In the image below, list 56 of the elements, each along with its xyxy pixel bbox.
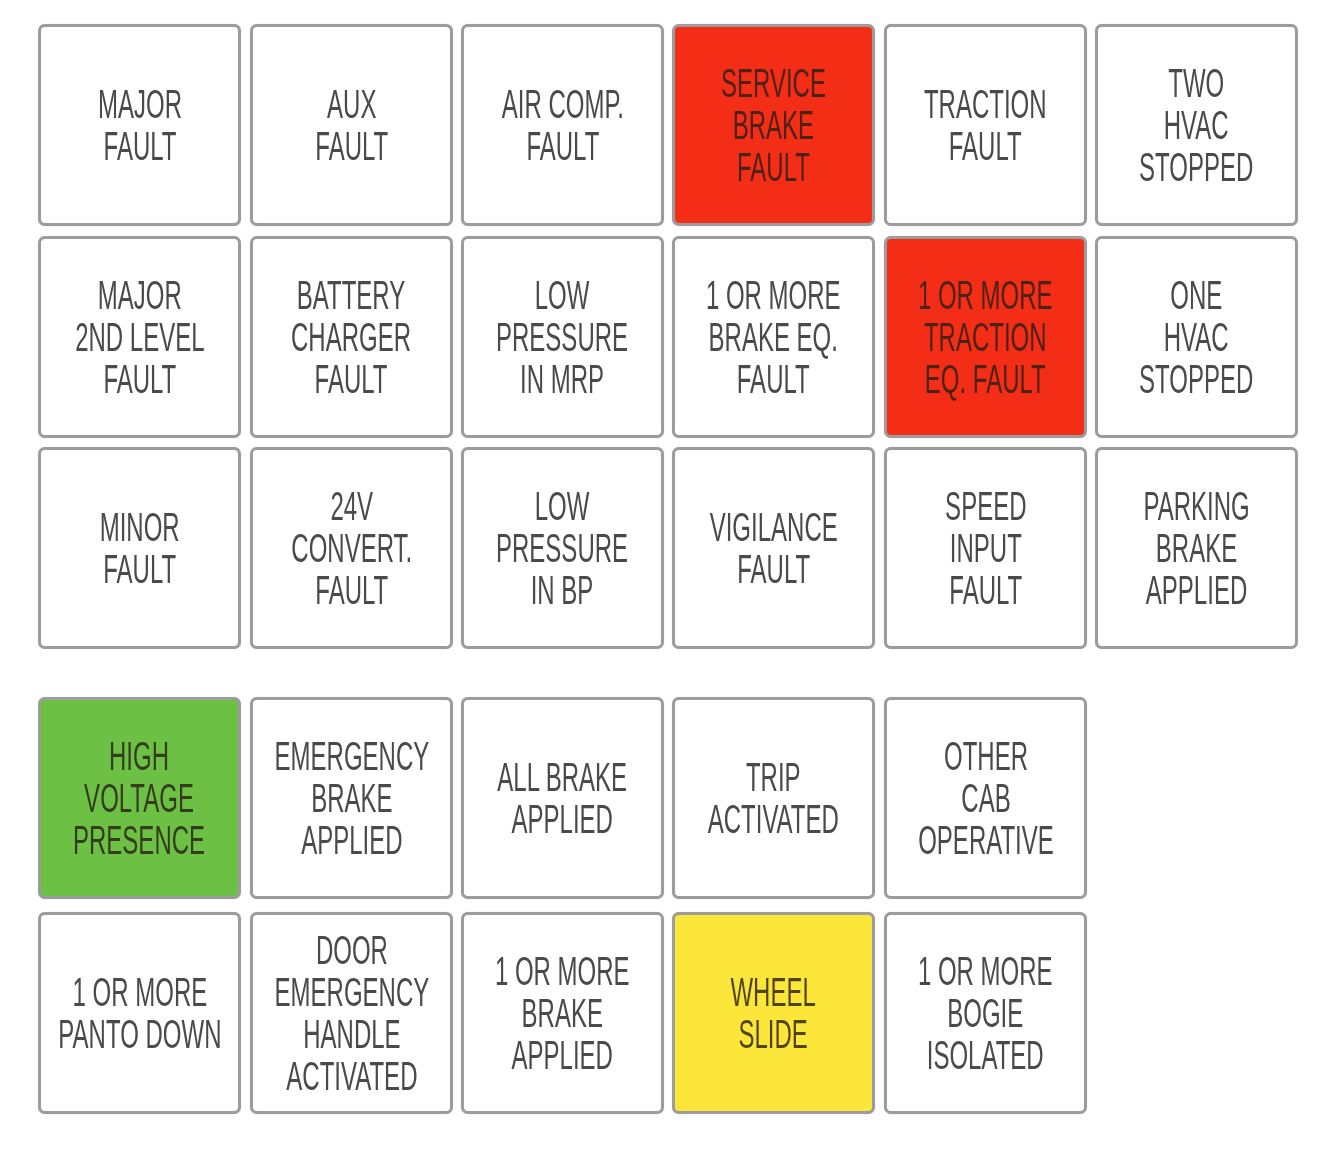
indicator-tile (884, 236, 1087, 438)
indicator-tile (250, 24, 453, 226)
indicator-tile (38, 24, 241, 226)
tile-label: 24V CONVERT. FAULT (291, 485, 412, 611)
indicator-tile (461, 24, 664, 226)
indicator-tile (1095, 24, 1298, 226)
indicator-tile (672, 447, 875, 649)
indicator-tile (250, 697, 453, 899)
tile-label: EMERGENCY BRAKE APPLIED (274, 735, 429, 861)
tile-label: SPEED INPUT FAULT (944, 485, 1027, 611)
indicator-tile (884, 697, 1087, 899)
tile-label: WHEEL SLIDE (730, 971, 817, 1055)
tile-label: 1 OR MORE BOGIE ISOLATED (918, 950, 1053, 1076)
tile-label: LOW PRESSURE IN BP (496, 485, 629, 611)
indicator-tile (1095, 236, 1298, 438)
tile-label: 1 OR MORE TRACTION EQ. FAULT (918, 274, 1053, 400)
tile-label: OTHER CAB OPERATIVE (917, 735, 1054, 861)
indicator-tile (672, 697, 875, 899)
indicator-tile (38, 697, 241, 899)
indicator-tile (250, 912, 453, 1114)
indicator-tile (38, 447, 241, 649)
tile-label: 1 OR MORE BRAKE APPLIED (495, 950, 630, 1076)
indicator-tile (1095, 447, 1298, 649)
tile-label: SERVICE BRAKE FAULT (721, 62, 826, 188)
indicator-tile (250, 236, 453, 438)
indicator-tile (461, 447, 664, 649)
indicator-tile (38, 912, 241, 1114)
tile-label: DOOR EMERGENCY HANDLE ACTIVATED (274, 929, 429, 1097)
indicator-tile (884, 24, 1087, 226)
indicator-tile (461, 912, 664, 1114)
tile-label: VIGILANCE FAULT (709, 506, 838, 590)
tile-label: AUX FAULT (315, 83, 388, 167)
indicator-tile (672, 24, 875, 226)
tile-label: HIGH VOLTAGE PRESENCE (73, 735, 206, 861)
indicator-tile (38, 236, 241, 438)
indicator-tile (884, 912, 1087, 1114)
tile-label: MAJOR FAULT (97, 83, 182, 167)
tile-label: 1 OR MORE PANTO DOWN (57, 971, 222, 1055)
tile-label: 1 OR MORE BRAKE EQ. FAULT (706, 274, 841, 400)
tile-label: TWO HVAC STOPPED (1139, 62, 1254, 188)
tile-label: BATTERY CHARGER FAULT (291, 274, 412, 400)
indicator-tile (672, 912, 875, 1114)
tile-label: PARKING BRAKE APPLIED (1143, 485, 1250, 611)
tile-label: LOW PRESSURE IN MRP (496, 274, 629, 400)
tile-label: AIR COMP. FAULT (501, 83, 624, 167)
indicator-tile (250, 447, 453, 649)
tile-label: MINOR FAULT (99, 506, 180, 590)
tile-label: TRACTION FAULT (924, 83, 1047, 167)
indicator-tile (461, 697, 664, 899)
tile-label: ALL BRAKE APPLIED (497, 756, 628, 840)
tile-label: ONE HVAC STOPPED (1139, 274, 1254, 400)
indicator-tile (461, 236, 664, 438)
tile-label: TRIP ACTIVATED (707, 756, 840, 840)
indicator-tile (884, 447, 1087, 649)
tile-label: MAJOR 2ND LEVEL FAULT (74, 274, 205, 400)
indicator-tile (672, 236, 875, 438)
